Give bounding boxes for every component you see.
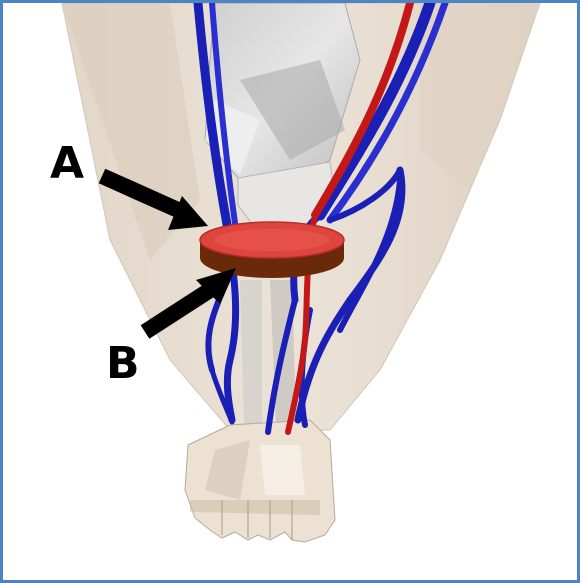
label-a: A <box>50 138 84 189</box>
hand-facet <box>260 445 305 495</box>
cuff-top-inner <box>214 229 330 251</box>
label-b: B <box>106 338 140 389</box>
arm-diagram: A B <box>3 3 577 580</box>
